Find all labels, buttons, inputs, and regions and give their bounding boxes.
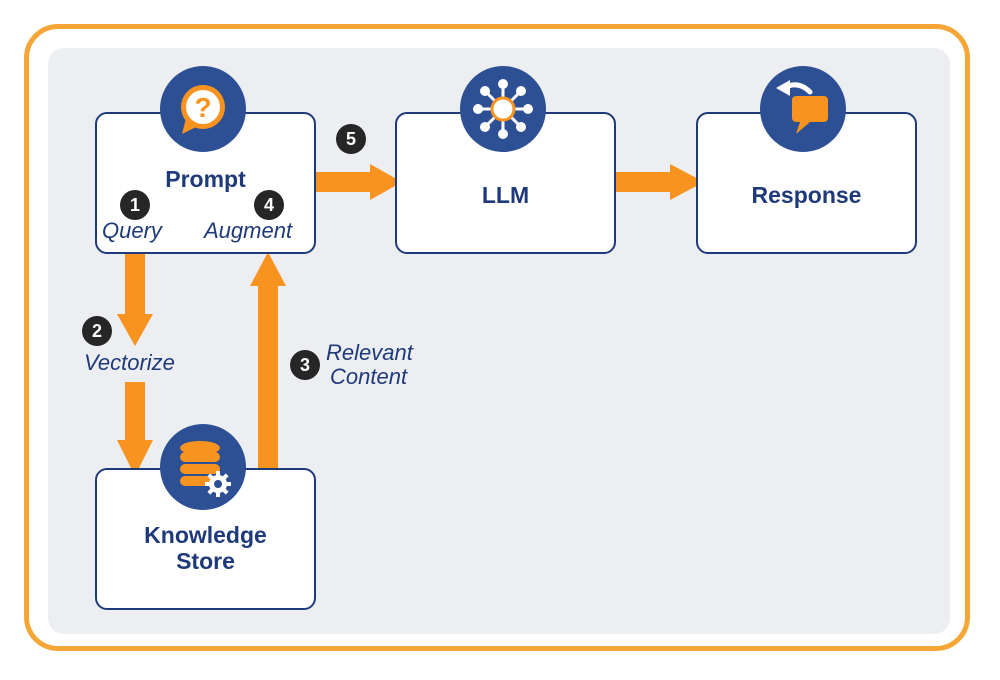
step-2-label-vectorize: Vectorize <box>84 350 175 375</box>
response-title: Response <box>751 182 862 208</box>
arrow-query-to-vectorize <box>117 254 153 346</box>
step-3-label-line1: Relevant <box>326 340 413 365</box>
step-3-label-line2: Content <box>330 364 408 389</box>
neural-network-icon <box>460 66 546 152</box>
response-box: Response <box>696 112 917 254</box>
arrow-vectorize-to-store <box>117 382 153 476</box>
knowledge-store-title-line2: Store <box>176 548 235 574</box>
database-gear-icon <box>160 424 246 510</box>
step-5-badge: 5 <box>336 124 366 154</box>
step-3-badge: 3 <box>290 350 320 380</box>
prompt-title: Prompt <box>165 166 246 192</box>
svg-text:?: ? <box>194 92 211 123</box>
arrow-llm-to-response <box>614 164 704 200</box>
question-chat-icon: ? <box>160 66 246 152</box>
llm-title: LLM <box>481 182 530 208</box>
reply-chat-icon <box>760 66 846 152</box>
step-1-label-query: Query <box>102 218 162 243</box>
arrow-prompt-to-llm <box>314 164 402 200</box>
step-4-badge: 4 <box>254 190 284 220</box>
step-2-badge: 2 <box>82 316 112 346</box>
step-1-badge: 1 <box>120 190 150 220</box>
knowledge-store-title-line1: Knowledge <box>144 522 267 548</box>
arrow-store-to-augment <box>250 252 286 468</box>
step-4-label-augment: Augment <box>204 218 293 243</box>
